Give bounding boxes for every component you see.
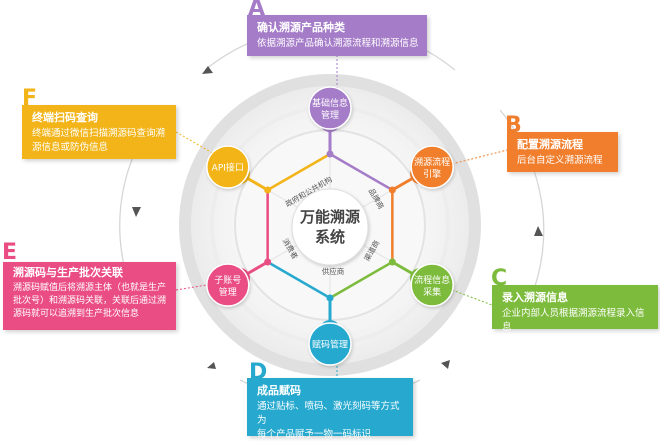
node-label-4-line1: 赋码管理 bbox=[312, 339, 348, 351]
vertex-dot-4 bbox=[326, 294, 334, 302]
node-circle-2 bbox=[410, 145, 454, 189]
outer-ring bbox=[179, 74, 481, 376]
orbit-arrow-1 bbox=[202, 66, 213, 74]
step-a-title: 确认溯源产品种类 bbox=[257, 21, 345, 34]
node-label-5-line1: 子账号 bbox=[214, 275, 241, 286]
step-e-desc-1: 溯源码赋值后将溯源主体（也就是生产 bbox=[13, 283, 167, 293]
vertex-dot-2 bbox=[388, 186, 396, 194]
hex-edge-label-4: 供应商 bbox=[322, 266, 345, 276]
vertex-dot-5 bbox=[264, 258, 272, 266]
step-e-title: 溯源码与生产批次关联 bbox=[13, 266, 123, 279]
node-circle-1 bbox=[308, 86, 352, 130]
center-title-line1: 万能溯源 bbox=[299, 208, 360, 226]
step-c-title: 录入溯源信息 bbox=[502, 291, 568, 304]
node-label-1-line2: 管理 bbox=[321, 109, 339, 121]
node-circle-5 bbox=[206, 263, 250, 307]
orbit-arrow-3 bbox=[441, 360, 450, 369]
letter-f: F bbox=[22, 86, 38, 111]
orbit-arrow-2 bbox=[534, 226, 543, 236]
center-title-line2: 系统 bbox=[315, 228, 345, 246]
step-f-desc-2: 源信息或防伪信息 bbox=[32, 142, 109, 153]
step-box-d: 成品赋码 通过贴标、喷码、激光刻码等方式为 每个产品赋予一物一码标识 bbox=[247, 378, 413, 440]
vertex-dot-1 bbox=[326, 150, 334, 158]
vertex-dot-6 bbox=[264, 186, 272, 194]
step-box-b: 配置溯源流程 后台自定义溯源流程 bbox=[507, 132, 618, 172]
step-c-desc: 企业内部人员根据溯源流程录入信息 bbox=[502, 308, 645, 333]
step-d-title: 成品赋码 bbox=[257, 384, 301, 397]
node-label-5-line2: 管理 bbox=[219, 286, 237, 298]
step-e-desc-2: 批次号）和溯源码关联，关联后通过溯 bbox=[13, 296, 167, 306]
letter-e: E bbox=[2, 240, 18, 265]
letter-c: C bbox=[491, 266, 508, 291]
connector-b bbox=[447, 147, 516, 166]
step-d-desc-1: 通过贴标、喷码、激光刻码等方式为 bbox=[257, 401, 400, 426]
hexagon-edge-6 bbox=[267, 152, 331, 192]
node-label-3-line1: 流程信息 bbox=[414, 274, 450, 286]
orbit-arc-right bbox=[499, 109, 545, 301]
step-b-desc: 后台自定义溯源流程 bbox=[517, 155, 603, 166]
orbit-arrow-5 bbox=[132, 207, 141, 217]
node-circle-4 bbox=[308, 322, 352, 366]
step-a-desc: 依据溯源产品确认溯源流程和溯源信息 bbox=[257, 38, 419, 49]
step-f-title: 终端扫码查询 bbox=[32, 111, 98, 124]
step-box-c: 录入溯源信息 企业内部人员根据溯源流程录入信息 bbox=[492, 285, 658, 333]
node-circle-3 bbox=[410, 263, 454, 307]
step-d-desc-2: 每个产品赋予一物一码标识 bbox=[257, 429, 372, 440]
letter-b: B bbox=[505, 113, 522, 138]
node-label-3-line2: 采集 bbox=[423, 286, 441, 298]
node-label-6-line1: API接口 bbox=[212, 162, 244, 174]
letter-a: A bbox=[248, 0, 266, 21]
hexagon-edge-3 bbox=[329, 260, 393, 300]
step-box-a: 确认溯源产品种类 依据溯源产品确认溯源流程和溯源信息 bbox=[247, 15, 427, 56]
step-e-desc-3: 源码就可以追溯到生产批次信息 bbox=[13, 309, 140, 319]
step-box-f: 终端扫码查询 终端通过微信扫描溯源码查询溯 源信息或防伪信息 bbox=[22, 105, 176, 159]
node-label-2-line1: 溯源流程 bbox=[414, 156, 450, 168]
step-f-desc-1: 终端通过微信扫描溯源码查询溯 bbox=[32, 128, 166, 139]
node-label-2-line2: 引擎 bbox=[423, 168, 441, 180]
node-circle-6 bbox=[206, 145, 250, 189]
hexagon-edge-1 bbox=[329, 152, 393, 192]
step-b-title: 配置溯源流程 bbox=[517, 138, 583, 151]
step-box-e: 溯源码与生产批次关联 溯源码赋值后将溯源主体（也就是生产 批次号）和溯源码关联，… bbox=[3, 262, 176, 330]
center-circle bbox=[291, 188, 369, 266]
vertex-dot-3 bbox=[388, 258, 396, 266]
hexagon-edge-4 bbox=[267, 260, 331, 300]
node-label-1-line1: 基础信息 bbox=[312, 97, 348, 109]
connector-c bbox=[451, 289, 501, 309]
orbit-arrow-4 bbox=[207, 362, 216, 369]
